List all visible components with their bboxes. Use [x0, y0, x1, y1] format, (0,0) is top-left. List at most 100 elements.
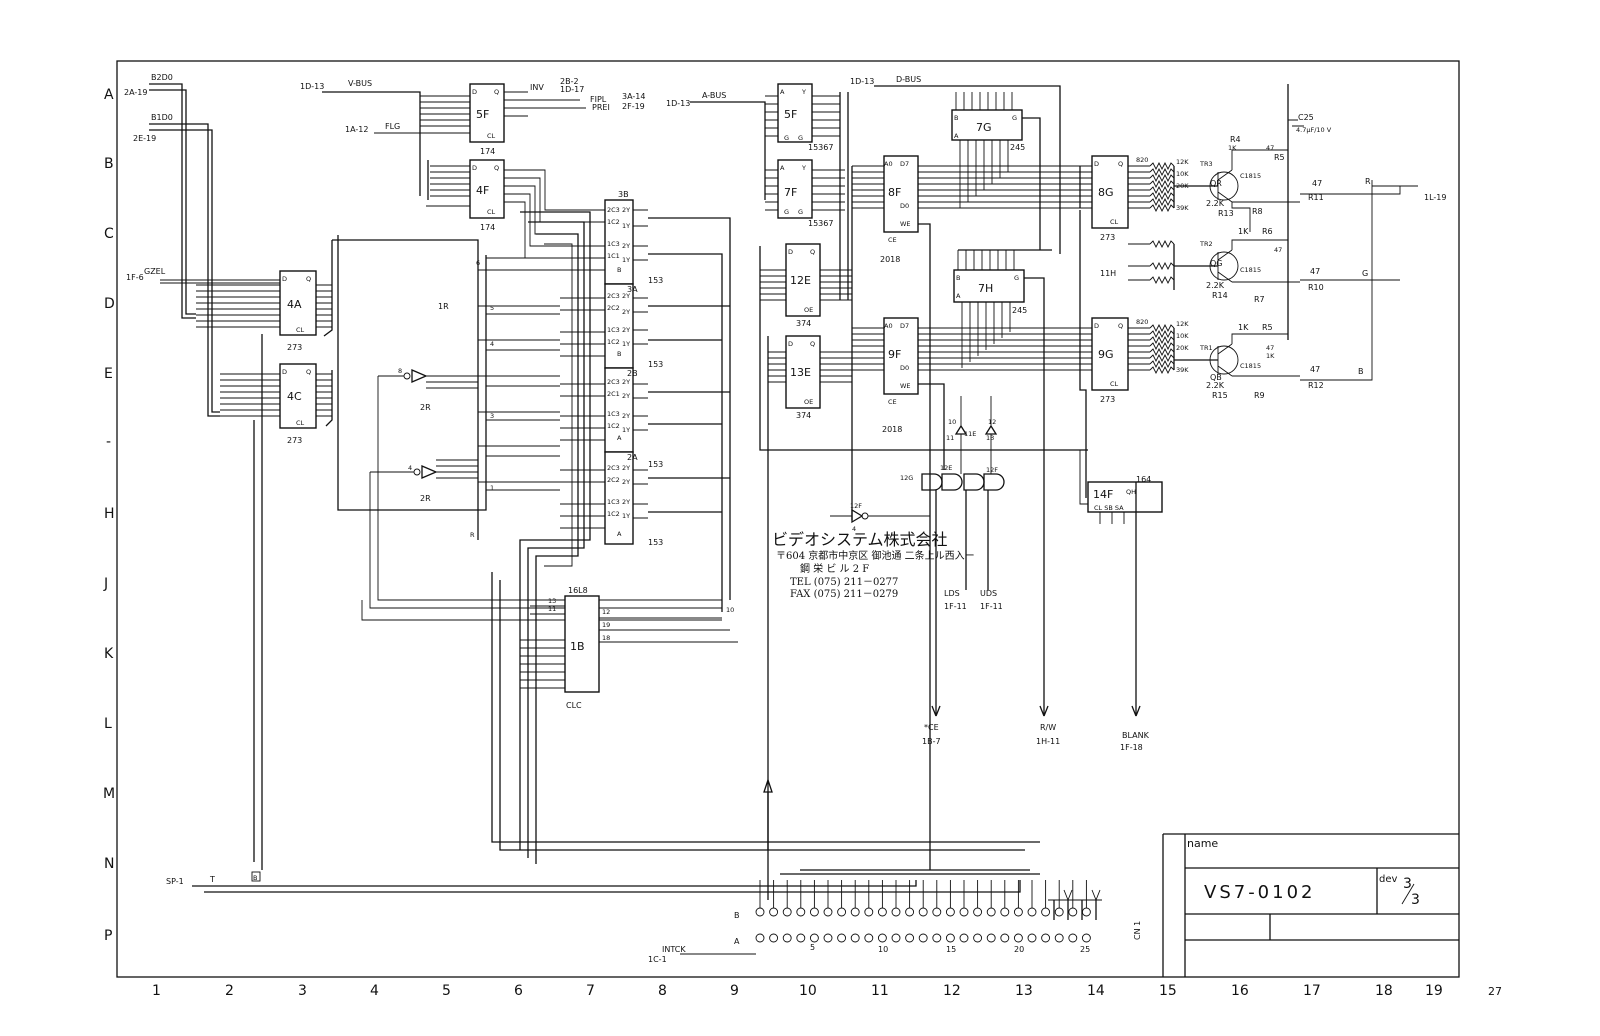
- svg-text:11H: 11H: [1100, 269, 1116, 278]
- svg-text:2.2K: 2.2K: [1206, 281, 1225, 290]
- svg-text:Q: Q: [494, 164, 499, 172]
- svg-text:16L8: 16L8: [568, 586, 588, 595]
- col-label: 10: [799, 983, 817, 999]
- svg-text:1A-12: 1A-12: [345, 125, 368, 134]
- svg-text:D: D: [282, 275, 287, 283]
- svg-text:Q: Q: [306, 368, 311, 376]
- svg-text:G: G: [1012, 114, 1017, 122]
- svg-text:D: D: [282, 368, 287, 376]
- row-label: N: [104, 856, 114, 872]
- logic-gates-lower: 12G 12E 12F 10 11 11E 12 13 12F 4 LDS 1F…: [830, 396, 1150, 752]
- svg-text:R5: R5: [1274, 153, 1285, 162]
- connector-pin: [864, 907, 874, 917]
- title-block: name VS7-0102 dev 3 3: [1162, 833, 1459, 977]
- svg-text:2Y: 2Y: [622, 392, 630, 400]
- svg-text:R: R: [1365, 177, 1371, 186]
- svg-text:12E: 12E: [790, 274, 811, 287]
- svg-text:273: 273: [287, 343, 302, 352]
- svg-text:R4: R4: [1230, 135, 1241, 144]
- svg-text:D7: D7: [900, 322, 909, 330]
- signal-label: 1F-6: [126, 273, 144, 282]
- chip-4A: 4A D Q CL 273: [279, 270, 333, 352]
- svg-text:15367: 15367: [808, 219, 833, 228]
- connector-pin: [1027, 933, 1037, 943]
- svg-text:153: 153: [648, 460, 663, 469]
- connector-pin: [850, 907, 860, 917]
- svg-text:A: A: [780, 164, 785, 172]
- svg-text:273: 273: [1100, 395, 1115, 404]
- svg-text:R12: R12: [1308, 381, 1324, 390]
- row-labels: A B C D E - H J K L M N P: [103, 87, 115, 944]
- svg-text:WE: WE: [900, 382, 911, 390]
- signal-label: 2A-19: [124, 88, 147, 97]
- svg-text:CL: CL: [1110, 380, 1119, 388]
- svg-text:47: 47: [1310, 267, 1320, 276]
- svg-text:UDS: UDS: [980, 589, 997, 598]
- svg-text:PREI: PREI: [592, 103, 610, 112]
- svg-text:6: 6: [476, 259, 480, 267]
- svg-text:1: 1: [490, 484, 494, 492]
- col-label: 14: [1087, 983, 1105, 999]
- connector-pin: [809, 907, 819, 917]
- svg-text:2Y: 2Y: [622, 378, 630, 386]
- connector-pin: [1068, 933, 1078, 943]
- svg-text:2R: 2R: [420, 494, 431, 503]
- row-label: A: [104, 87, 114, 103]
- connector-pin: [796, 933, 806, 943]
- svg-text:4: 4: [852, 525, 856, 533]
- svg-text:C1815: C1815: [1240, 172, 1261, 180]
- svg-text:1K: 1K: [1238, 323, 1249, 332]
- col-label: 13: [1015, 983, 1033, 999]
- svg-text:15367: 15367: [808, 143, 833, 152]
- svg-text:1Y: 1Y: [622, 512, 630, 520]
- mux-chips-153: 3B 3A 2B 2A 153 153 153 153 2C31C21C31C1…: [519, 190, 731, 864]
- svg-text:2Y: 2Y: [622, 464, 630, 472]
- chip-13E-374: 13E D Q OE 374: [759, 335, 1088, 850]
- connector-pin: [1027, 907, 1037, 917]
- svg-text:2C1: 2C1: [607, 390, 620, 398]
- col-label: 15: [1159, 983, 1177, 999]
- connector-cn1: SP-1 T B B A 1C-1 INTCK 5 10 15 20 25 CN…: [166, 777, 1142, 964]
- svg-text:1D-13: 1D-13: [850, 77, 874, 86]
- svg-text:QR: QR: [1210, 179, 1222, 188]
- chip-8G-273: 8G D Q CL 273: [1079, 155, 1150, 242]
- svg-text:245: 245: [1012, 306, 1027, 315]
- connector-pin: [1000, 907, 1010, 917]
- connector-pin: [769, 933, 779, 943]
- connector-pin: [905, 933, 915, 943]
- svg-text:R6: R6: [1262, 227, 1273, 236]
- chip-14F-164: 14F QH CL SB SA 164: [1079, 450, 1163, 717]
- svg-text:4.7μF/10 V: 4.7μF/10 V: [1296, 126, 1332, 134]
- svg-text:1B-7: 1B-7: [922, 737, 941, 746]
- connector-pin: [918, 933, 928, 943]
- svg-text:1B: 1B: [570, 640, 585, 653]
- svg-text:A: A: [780, 88, 785, 96]
- svg-text:5F: 5F: [476, 108, 489, 121]
- svg-text:11: 11: [946, 434, 954, 442]
- svg-text:153: 153: [648, 276, 663, 285]
- svg-text:1C2: 1C2: [607, 338, 620, 346]
- svg-text:CL: CL: [296, 419, 305, 427]
- svg-text:G: G: [1014, 274, 1019, 282]
- svg-text:SP-1: SP-1: [166, 877, 184, 886]
- svg-text:1C2: 1C2: [607, 218, 620, 226]
- svg-text:820: 820: [1136, 156, 1148, 164]
- transistor-tr2: TR2 QG C1815 1K R6 2.2K R14 R7 47 47 R10…: [1174, 227, 1400, 304]
- svg-text:12K: 12K: [1176, 158, 1189, 166]
- svg-text:47: 47: [1310, 365, 1320, 374]
- connector-pin: [864, 933, 874, 943]
- svg-text:D: D: [1094, 322, 1099, 330]
- connector-pin: [877, 907, 887, 917]
- svg-text:19: 19: [602, 621, 610, 629]
- svg-text:Q: Q: [810, 248, 815, 256]
- svg-text:R9: R9: [1254, 391, 1265, 400]
- connector-pin: [1068, 907, 1078, 917]
- drawing-number: VS7-0102: [1204, 882, 1316, 903]
- row-label: E: [104, 366, 113, 382]
- svg-text:C1815: C1815: [1240, 362, 1261, 370]
- svg-text:R8: R8: [1252, 207, 1263, 216]
- svg-text:164: 164: [1136, 475, 1151, 484]
- svg-text:47: 47: [1266, 144, 1274, 152]
- company-name: ビデオシステム株式会社: [772, 530, 948, 549]
- svg-text:*CE: *CE: [924, 723, 939, 732]
